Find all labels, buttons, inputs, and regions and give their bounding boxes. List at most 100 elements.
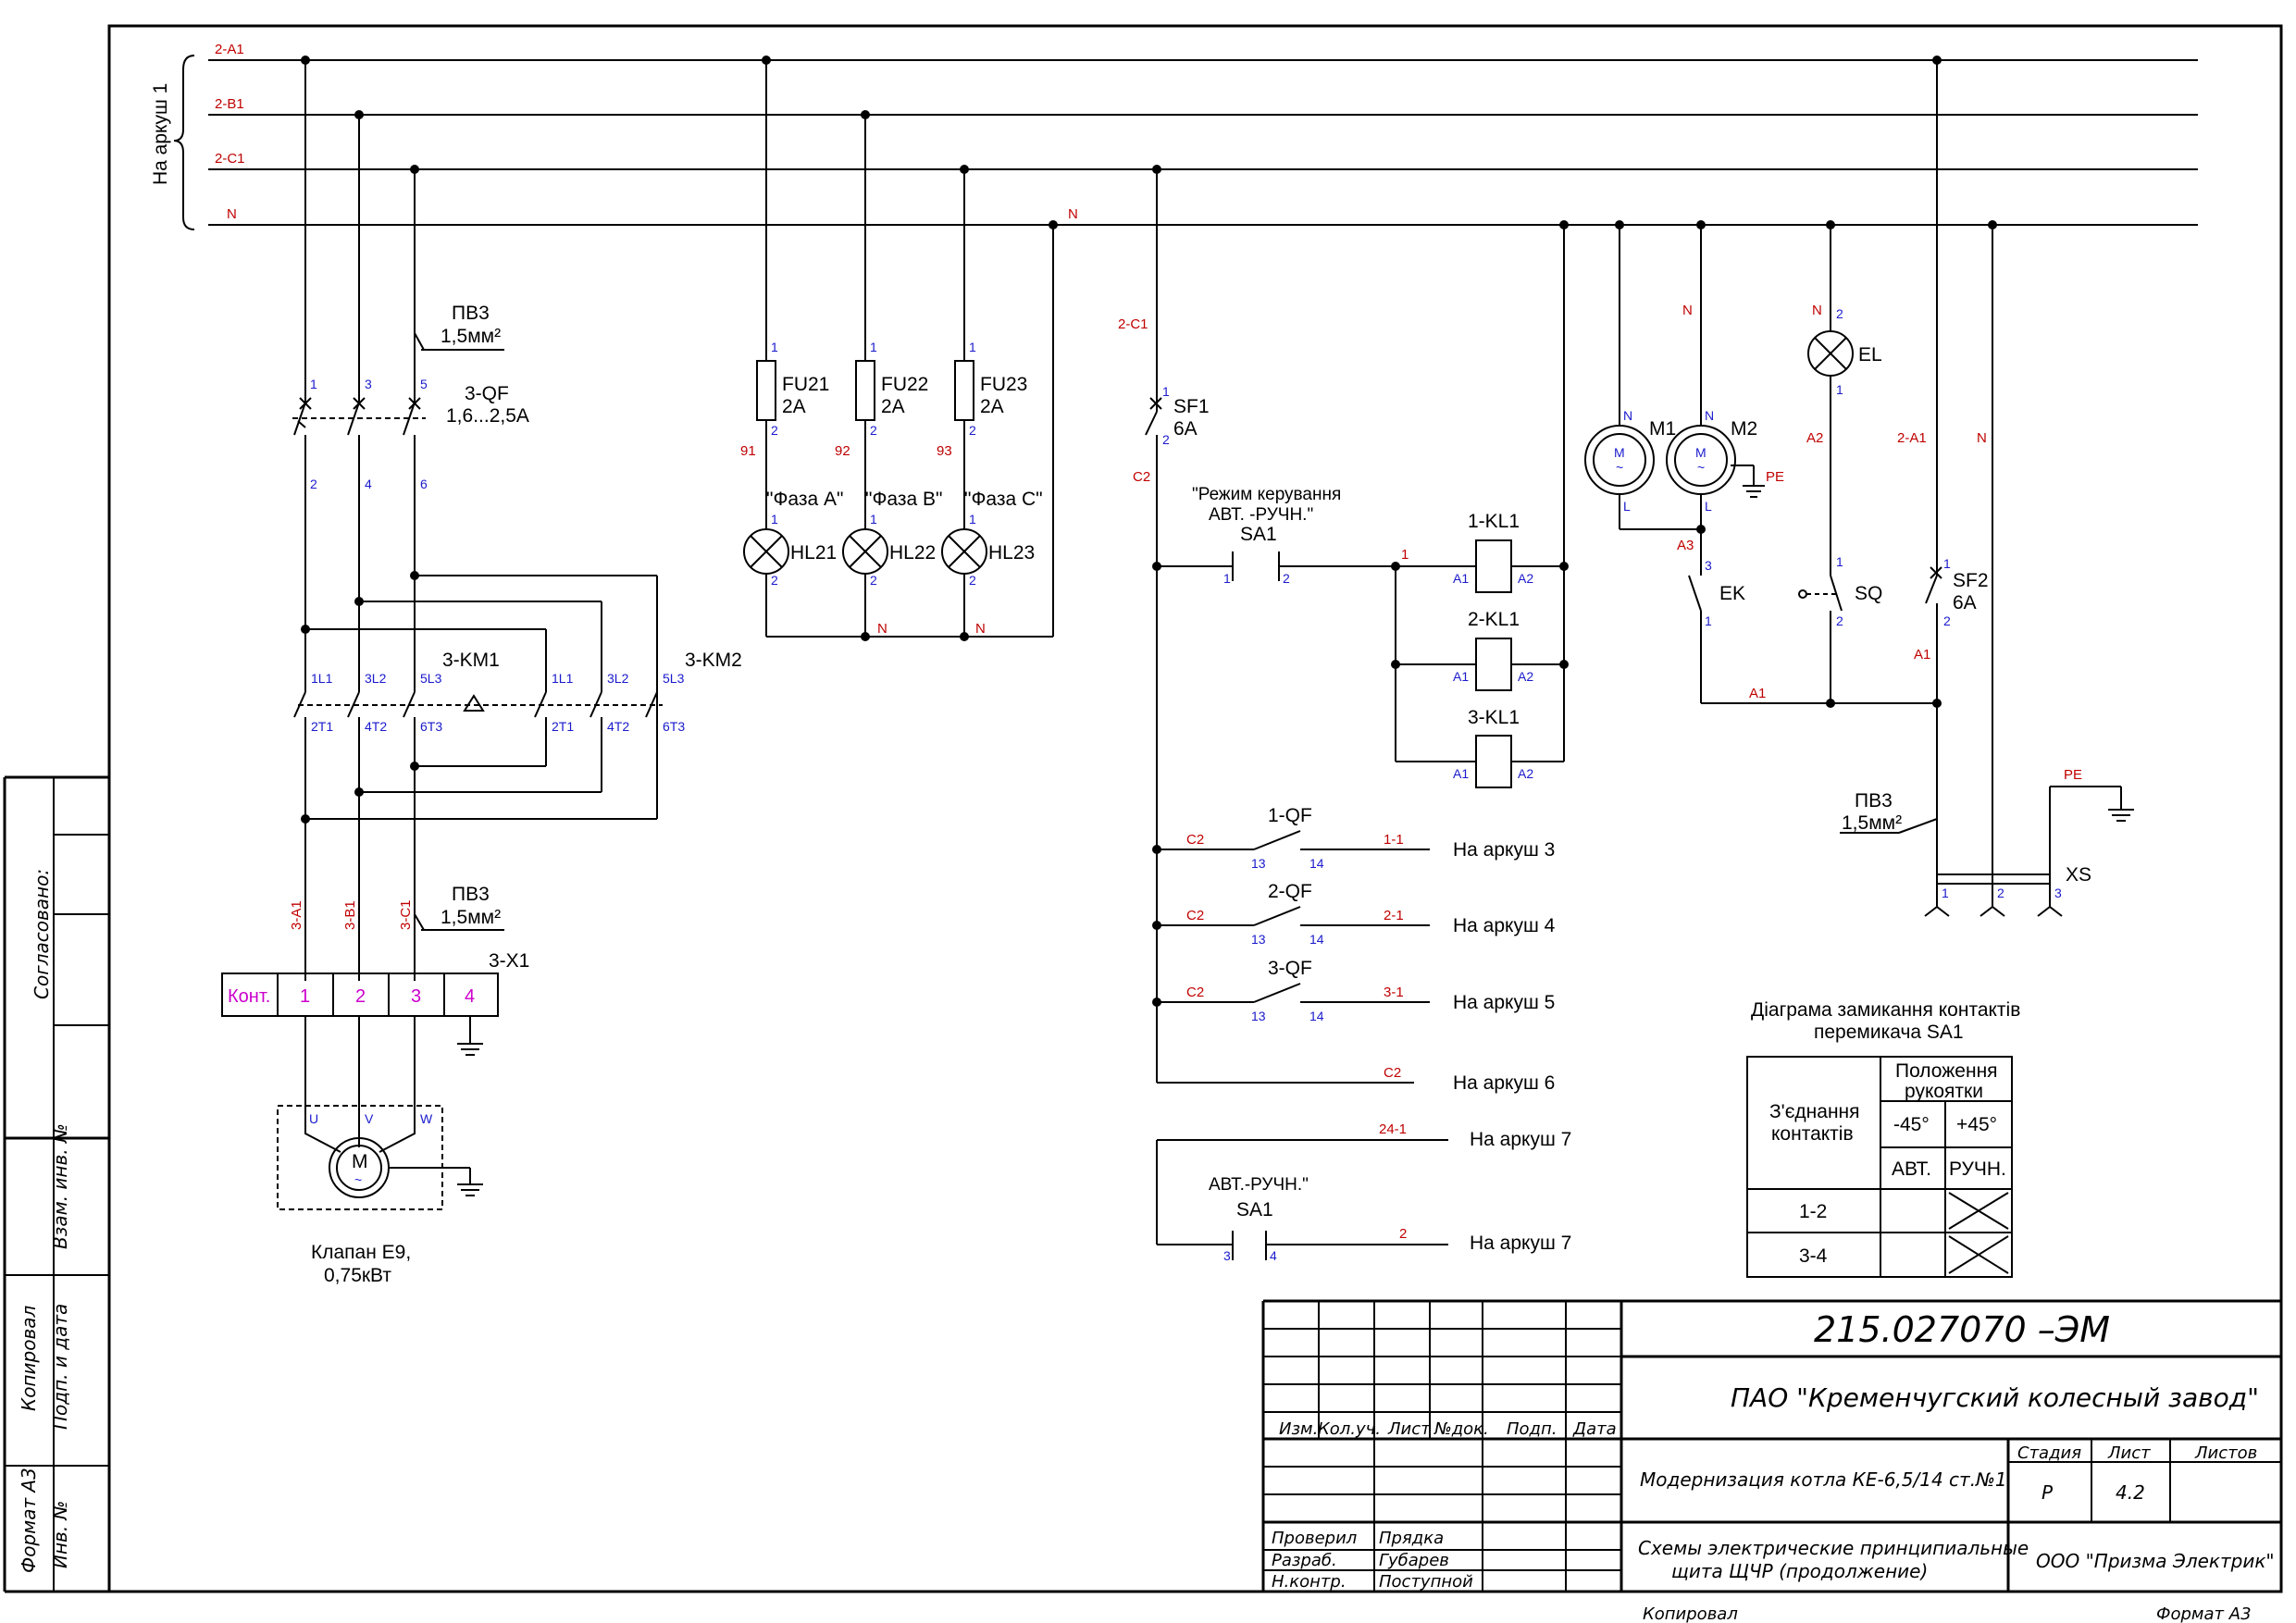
km1-pin-5l3: 5L3	[420, 671, 442, 686]
xs-pin-1: 1	[1942, 886, 1949, 900]
relay-1kl1: 1-KL1	[1468, 511, 1520, 532]
org-name: ООО "Призма Электрик"	[2036, 1550, 2275, 1572]
hl23-pin-1: 1	[969, 512, 976, 527]
side-inv-vz: Взам. инв. №	[49, 1123, 71, 1249]
el-n: N	[1812, 303, 1822, 318]
stage-value: Р	[2042, 1481, 2054, 1504]
hl22-name: HL22	[889, 542, 936, 564]
qf1-dest: На аркуш 3	[1453, 839, 1555, 861]
sa1b-name: SA1	[1236, 1199, 1273, 1220]
el-pin-1: 1	[1836, 382, 1843, 397]
role-checked: Проверил	[1272, 1529, 1357, 1548]
hl22-pin-1: 1	[870, 512, 877, 527]
hdr-data: Дата	[1572, 1419, 1617, 1439]
xs-pin-3: 3	[2054, 886, 2062, 900]
km1-pin-6t3: 6T3	[420, 719, 442, 734]
mode-caption-2: АВТ. -РУЧН."	[1209, 505, 1313, 525]
km1-pin-4t2: 4T2	[365, 719, 387, 734]
n-label-lamps-1: N	[877, 621, 887, 637]
hdr-koluch: Кол.уч.	[1318, 1419, 1381, 1439]
footer-format: Формат А3	[2156, 1604, 2252, 1623]
3qf-cable-size: 1,5мм²	[441, 326, 501, 347]
qf2-dest: На аркуш 4	[1453, 915, 1556, 936]
sa1-name: SA1	[1240, 524, 1277, 545]
title-block	[1261, 1299, 2281, 1592]
fu23-pin-2: 2	[969, 423, 976, 438]
terminal-cell-2: 2	[355, 986, 366, 1007]
wire-a2: A2	[1806, 430, 1823, 446]
relay3-a2: A2	[1518, 766, 1533, 781]
qf1-wire-out: 1-1	[1384, 832, 1404, 848]
side-copied: Копировал	[18, 1306, 40, 1411]
terminal-3x1-label: 3-X1	[489, 950, 529, 972]
hl21-pin-2: 2	[771, 573, 778, 588]
sf2-pin-1: 1	[1943, 556, 1951, 571]
3qf-cable-label: ПВ3	[452, 303, 490, 324]
valve-motor-letter: M	[352, 1151, 368, 1172]
qf1-pin13: 13	[1251, 856, 1266, 871]
bus-b1-label: 2-B1	[215, 96, 244, 112]
dest-sheet-7b: На аркуш 7	[1470, 1233, 1571, 1254]
m2-l: L	[1705, 499, 1712, 514]
relay2-a2: A2	[1518, 669, 1533, 684]
sq-name: SQ	[1855, 583, 1882, 604]
qf1-pin14: 14	[1309, 856, 1324, 871]
sheet-header: Лист	[2107, 1443, 2151, 1463]
m2-n-wire: N	[1682, 303, 1693, 318]
sa1-pin-1: 1	[1223, 571, 1231, 586]
qf2-pin14: 14	[1309, 932, 1324, 947]
qf3-name: 3-QF	[1268, 958, 1312, 979]
dest-sheet-7a: На аркуш 7	[1470, 1129, 1571, 1150]
ground-symbol-3x1	[457, 1016, 483, 1056]
motor-cable-label: ПВ3	[452, 884, 490, 905]
ek-name: EK	[1719, 583, 1745, 604]
company-name: ПАО "Кременчугский колесный завод"	[1731, 1382, 2259, 1413]
fu22-pin-1: 1	[870, 340, 877, 354]
relay-2kl1: 2-KL1	[1468, 609, 1520, 630]
m2-name: M2	[1731, 418, 1757, 440]
fu21-pin-1: 1	[771, 340, 778, 354]
sf1-wire-label: 2-C1	[1118, 316, 1148, 332]
m2-n: N	[1705, 408, 1714, 423]
terminal-cell-3: 3	[411, 986, 421, 1007]
ek-pin-3: 3	[1705, 558, 1712, 573]
fu21-rating: 2А	[782, 396, 806, 417]
qf3-wire-in: C2	[1186, 985, 1204, 1000]
sf1-rating: 6А	[1173, 418, 1198, 440]
xs-name: XS	[2066, 864, 2091, 886]
from-sheet-label: На аркуш 1	[150, 83, 171, 185]
fu23-rating: 2А	[980, 396, 1004, 417]
sf1-out-wire: C2	[1133, 469, 1150, 485]
sa1b-pin-4: 4	[1270, 1248, 1277, 1263]
hl23-name: HL23	[988, 542, 1035, 564]
name-checked: Прядка	[1379, 1529, 1444, 1548]
phase-u: U	[309, 1111, 318, 1126]
terminal-cell-kont: Конт.	[228, 986, 270, 1007]
power-wires-3qf	[292, 60, 663, 981]
km1-pin-1l1: 1L1	[311, 671, 333, 686]
wire-2: 2	[1399, 1226, 1407, 1242]
hl22-phase: "Фаза B"	[865, 489, 942, 510]
hl23-phase: "Фаза C"	[964, 489, 1043, 510]
sa1b-caption: АВТ.-РУЧН."	[1209, 1175, 1309, 1195]
relay3-a1: A1	[1453, 766, 1469, 781]
km2-label: 3-KM2	[685, 650, 742, 671]
role-ncontrol: Н.контр.	[1272, 1572, 1347, 1592]
drawing-title-2: щита ЩЧР (продолжение)	[1671, 1560, 1928, 1582]
wire-a3: A3	[1677, 538, 1694, 553]
3qf-pin-3: 3	[365, 377, 372, 391]
sf2-n: N	[1977, 430, 1987, 446]
wire-93: 93	[937, 443, 952, 459]
wire-1: 1	[1401, 547, 1409, 563]
wire-3c1: 3-C1	[398, 899, 414, 930]
fu22-pin-2: 2	[870, 423, 877, 438]
power-buses	[173, 55, 2198, 230]
sf2-pin-2: 2	[1943, 613, 1951, 628]
sf1-pin-2: 2	[1162, 432, 1170, 447]
qf1-name: 1-QF	[1268, 805, 1312, 826]
dest-sheet-6: На аркуш 6	[1453, 1072, 1555, 1094]
m1-name: M1	[1649, 418, 1676, 440]
3qf-rating: 1,6...2,5А	[446, 405, 529, 427]
hl23-pin-2: 2	[969, 573, 976, 588]
sf1-name: SF1	[1173, 396, 1210, 417]
